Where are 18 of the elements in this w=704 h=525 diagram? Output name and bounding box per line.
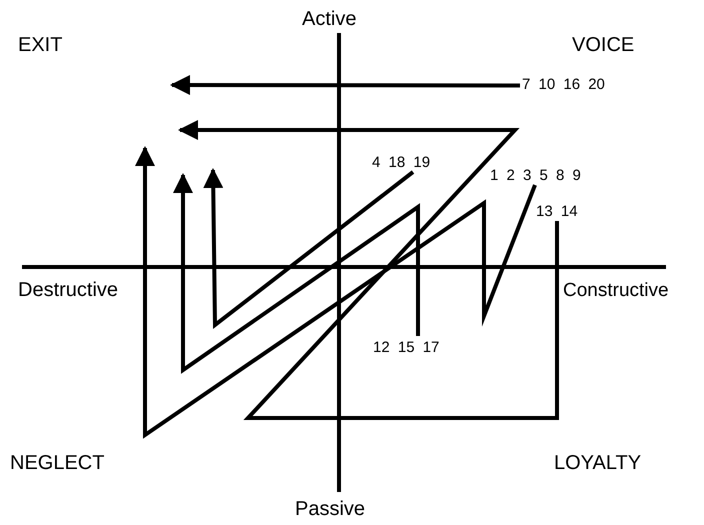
case-numbers: 7 10 16 20 — [522, 77, 605, 92]
trajectory-arrow — [178, 120, 559, 420]
axis-label: Passive — [295, 499, 366, 519]
trajectory-arrow — [170, 75, 520, 96]
quadrant-label: EXIT — [18, 35, 62, 55]
quadrant-label: VOICE — [572, 35, 634, 55]
quadrant-label: NEGLECT — [10, 453, 104, 473]
trajectory-arrow — [173, 173, 420, 374]
trajectory-arrow — [135, 146, 537, 439]
quadrant-label: LOYALTY — [554, 453, 642, 473]
trajectory-arrow — [203, 168, 414, 330]
case-numbers: 12 15 17 — [373, 340, 440, 355]
case-numbers: 4 18 19 — [372, 155, 430, 170]
axis-label: Destructive — [18, 280, 118, 300]
axis-label: Constructive — [563, 281, 669, 300]
axis-label: Active — [302, 9, 356, 29]
case-numbers: 1 2 3 5 8 9 — [490, 168, 581, 183]
case-numbers: 13 14 — [536, 204, 578, 219]
